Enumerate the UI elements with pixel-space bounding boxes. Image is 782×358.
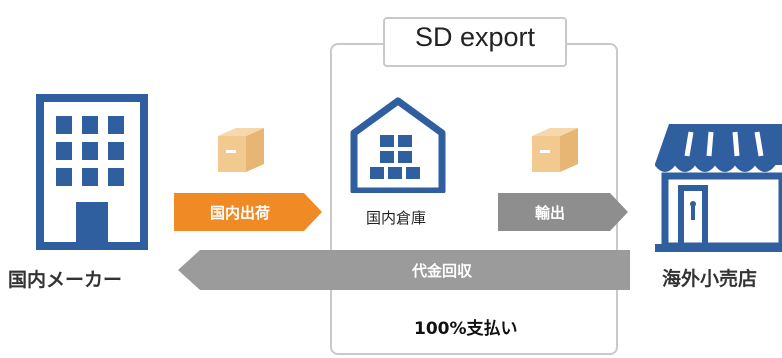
warehouse-icon <box>350 97 446 193</box>
retailer-label: 海外小売店 <box>662 268 758 290</box>
sd-export-title-box <box>383 17 567 67</box>
building-icon <box>36 94 148 250</box>
export-label: 輸出 <box>535 204 566 222</box>
maker-label: 国内メーカー <box>8 269 123 291</box>
payment-arrow <box>178 250 630 290</box>
package-icon <box>532 128 578 172</box>
export-arrow <box>498 193 628 231</box>
domestic-shipment-label: 国内出荷 <box>210 204 271 222</box>
payment-label: 代金回収 <box>412 262 473 280</box>
sd-export-title: SD export <box>414 22 536 52</box>
warehouse-label: 国内倉庫 <box>366 209 427 227</box>
payment-note: 100%支払い <box>414 319 518 339</box>
storefront-icon <box>655 124 782 252</box>
package-icon <box>218 128 264 172</box>
domestic-shipment-arrow <box>174 193 322 231</box>
